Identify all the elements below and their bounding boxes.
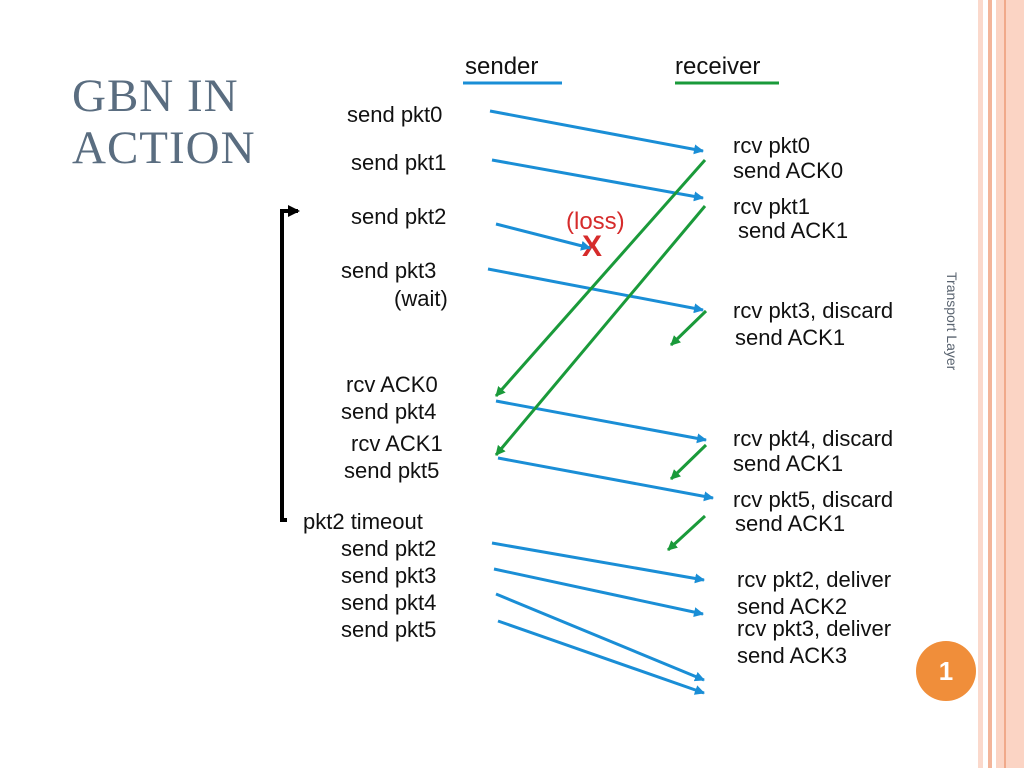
ack-arrow [494, 205, 707, 456]
receiver-event: rcv pkt3, deliver [737, 616, 891, 641]
decor-stripe [978, 0, 983, 768]
sender-event: send pkt5 [341, 617, 436, 642]
packet-arrow [497, 456, 714, 502]
sender-event: send pkt3 [341, 563, 436, 588]
slide-title: GBN IN ACTION [72, 70, 256, 174]
sender-event: send pkt1 [351, 150, 446, 175]
ack-arrow [494, 159, 707, 397]
packet-arrow [493, 567, 704, 617]
receiver-event: rcv pkt1 [733, 194, 810, 219]
ack-arrow [666, 514, 707, 552]
title-line-1: GBN IN [72, 70, 239, 122]
packet-arrow [495, 399, 707, 444]
sender-event: send pkt4 [341, 590, 436, 615]
receiver-event: send ACK0 [733, 158, 843, 183]
sender-event: send pkt4 [341, 399, 436, 424]
decor-stripe [996, 0, 1024, 768]
receiver-event: send ACK2 [737, 594, 847, 619]
packet-arrow [495, 222, 591, 251]
receiver-header: receiver [675, 53, 760, 80]
sender-event: send pkt2 [341, 536, 436, 561]
receiver-event: send ACK1 [735, 511, 845, 536]
packet-arrow [491, 541, 705, 584]
receiver-event: send ACK1 [738, 218, 848, 243]
loss-mark: X [582, 230, 602, 263]
packet-arrow [491, 158, 704, 202]
decor-stripe [1004, 0, 1006, 768]
receiver-event: rcv pkt3, discard [733, 298, 893, 323]
receiver-event: rcv pkt0 [733, 133, 810, 158]
receiver-event: send ACK1 [733, 451, 843, 476]
packet-arrow [487, 267, 704, 314]
sender-header: sender [465, 53, 538, 80]
packet-arrow [495, 592, 705, 682]
ack-arrow [669, 309, 708, 347]
receiver-event: rcv pkt4, discard [733, 426, 893, 451]
sender-event: pkt2 timeout [303, 509, 423, 534]
packet-arrow [489, 109, 704, 155]
sender-event: send pkt0 [347, 102, 442, 127]
sender-event: rcv ACK1 [351, 431, 443, 456]
sender-event: rcv ACK0 [346, 372, 438, 397]
timeout-bracket [280, 205, 300, 522]
receiver-event: rcv pkt2, deliver [737, 567, 891, 592]
loss-label: (loss) [566, 208, 625, 235]
sender-event: send pkt5 [344, 458, 439, 483]
receiver-event: send ACK3 [737, 643, 847, 668]
ack-arrow [669, 443, 708, 481]
page-number-badge: 1 [916, 641, 976, 701]
sender-event: send pkt2 [351, 204, 446, 229]
receiver-event: send ACK1 [735, 325, 845, 350]
receiver-event: rcv pkt5, discard [733, 487, 893, 512]
sender-event: send pkt3 [341, 258, 436, 283]
packet-arrow [497, 619, 705, 695]
title-line-2: ACTION [72, 122, 256, 174]
sender-event: (wait) [394, 286, 448, 311]
decor-stripe [988, 0, 992, 768]
